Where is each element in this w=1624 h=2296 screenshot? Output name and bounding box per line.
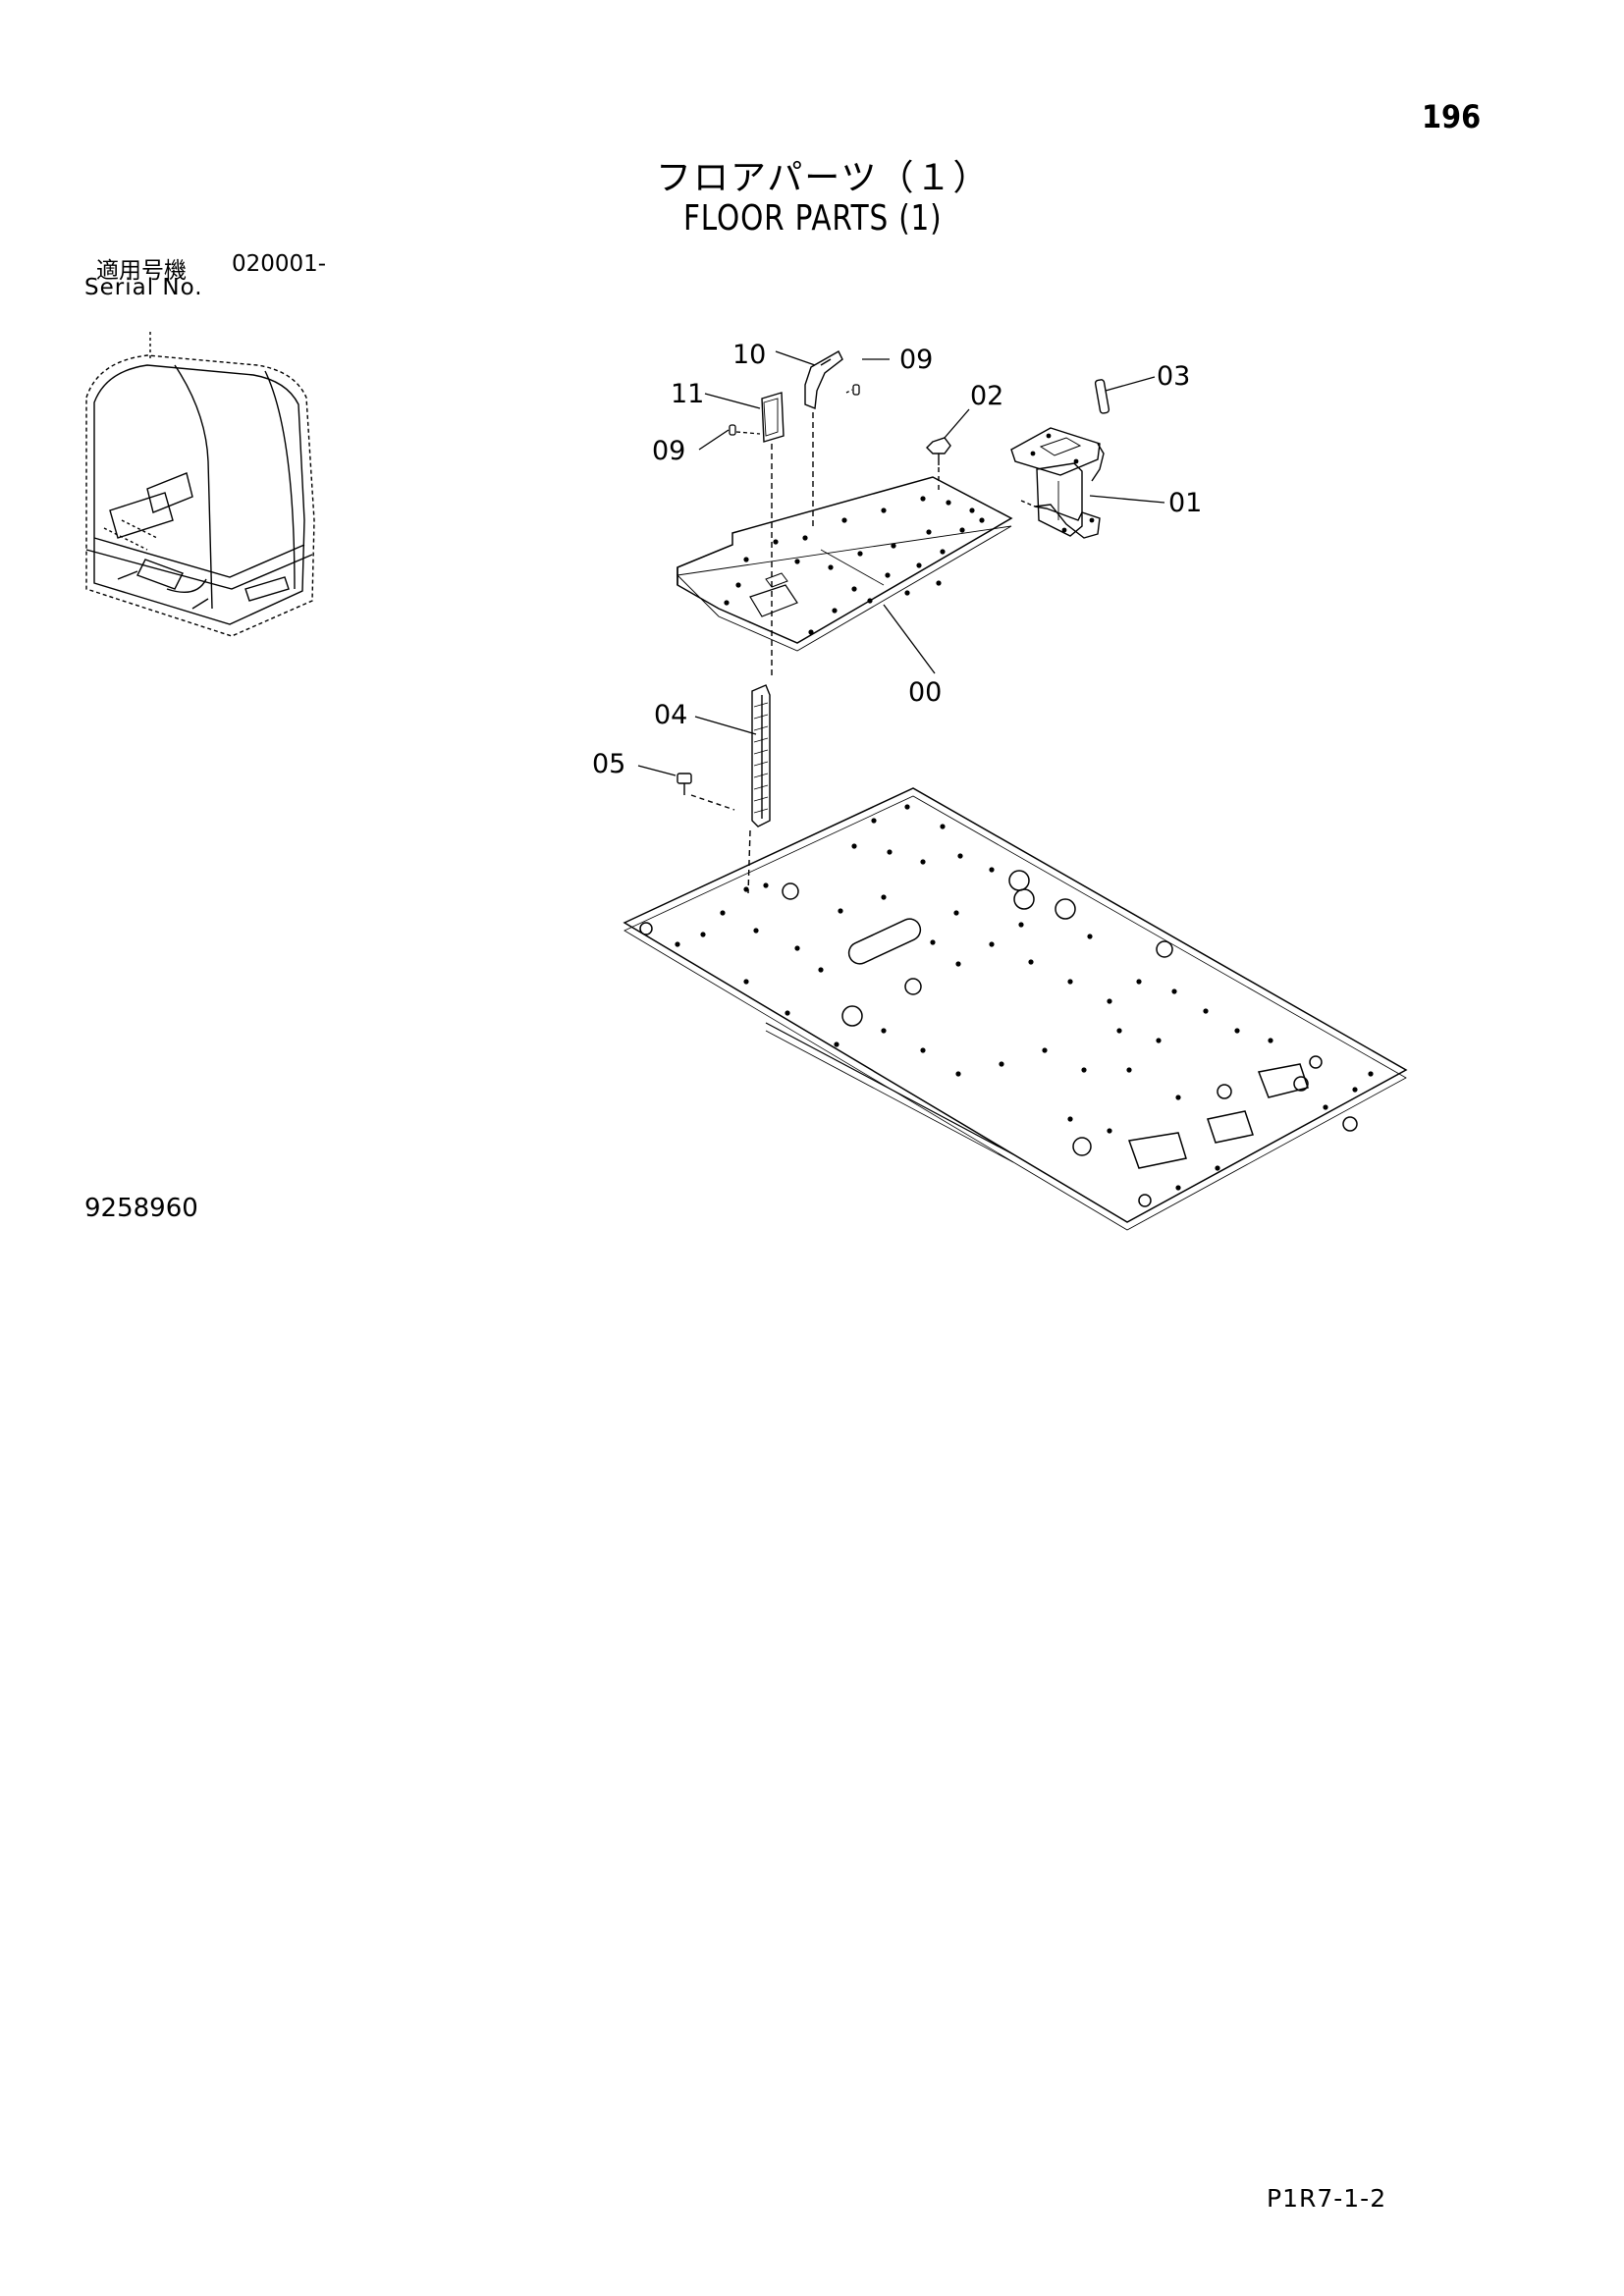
page-number: 196 — [1422, 98, 1482, 135]
bracket-10 — [804, 350, 843, 530]
callout-01: 01 — [1168, 488, 1202, 518]
pin-03 — [1094, 379, 1110, 414]
callouts: 10 09 11 02 03 09 01 00 04 05 — [592, 340, 1202, 779]
callout-09: 09 — [652, 436, 685, 466]
bracket-plate-00 — [677, 476, 1013, 652]
serial-label-english: Serial No. — [84, 275, 203, 300]
stay-04 — [747, 684, 771, 894]
callout-11: 11 — [671, 379, 704, 409]
bolt-02 — [926, 437, 951, 491]
screws-09 — [729, 384, 860, 436]
bolt-05 — [677, 773, 735, 811]
page-title-english: FLOOR PARTS (1) — [683, 198, 943, 239]
page-title-japanese: フロアパーツ（１） — [656, 158, 991, 198]
callout-leaders — [637, 350, 1165, 776]
callout-05: 05 — [592, 749, 625, 779]
footer-code: P1R7-1-2 — [1267, 2184, 1387, 2213]
callout-04: 04 — [654, 700, 687, 730]
cab-location-thumbnail — [85, 332, 315, 637]
callout-03: 03 — [1157, 361, 1190, 392]
pedal-bracket-01 — [1010, 427, 1105, 539]
serial-number-range: 020001- — [232, 251, 327, 277]
bracket-11 — [761, 392, 785, 677]
floor-plate — [623, 787, 1408, 1231]
drawing-number: 9258960 — [84, 1194, 198, 1223]
callout-10: 10 — [732, 340, 766, 370]
serial-label-japanese: 適用号機 — [96, 258, 187, 284]
callout-02: 02 — [970, 381, 1003, 411]
callout-09: 09 — [899, 345, 933, 375]
callout-00: 00 — [908, 677, 942, 708]
